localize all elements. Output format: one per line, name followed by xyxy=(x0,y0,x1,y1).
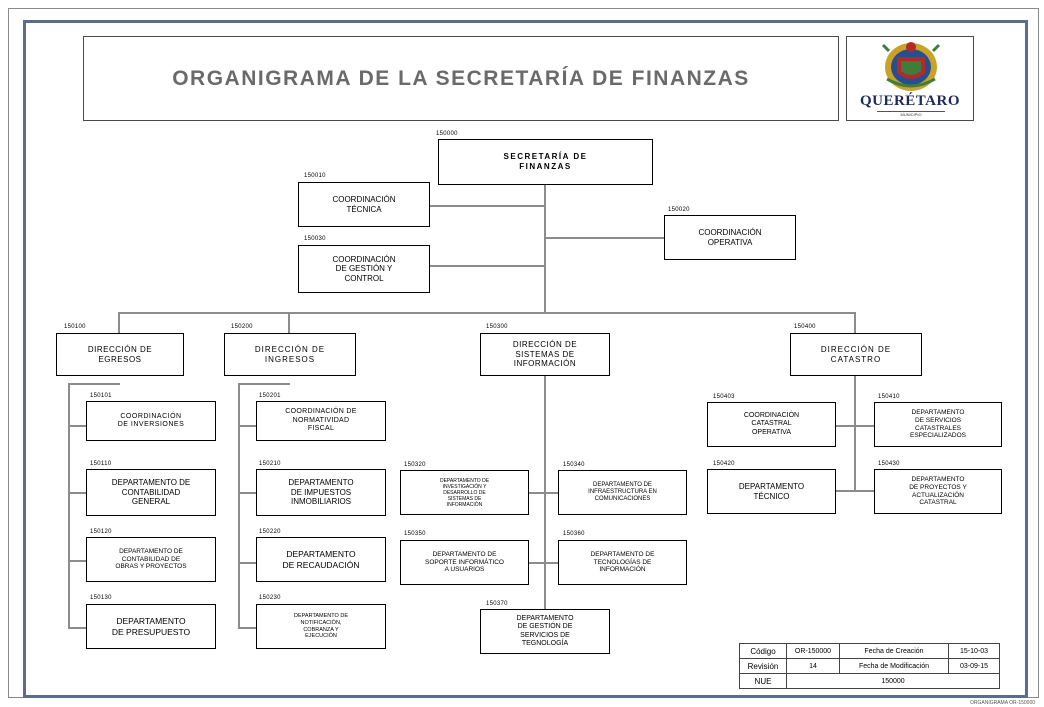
code-150350: 150350 xyxy=(404,531,426,537)
code-150300: 150300 xyxy=(486,324,508,330)
org-box-direccion-de-catastro: DIRECCIÓN DE CATASTRO xyxy=(790,333,922,376)
fecha-modificacion-label: Fecha de Modificación xyxy=(839,658,949,674)
code-150420: 150420 xyxy=(713,461,735,467)
chart-border xyxy=(23,20,1028,698)
code-150430: 150430 xyxy=(878,461,900,467)
logo-text: QUERÉTARO xyxy=(859,93,961,109)
org-box-departamento-de-proyectos-y-actualizacion: DEPARTAMENTO DE PROYECTOS Y ACTUALIZACIÓ… xyxy=(874,469,1002,514)
code-150360: 150360 xyxy=(563,531,585,537)
org-box-departamento-de-contabilidad-de-obras-y-proyectos: DEPARTAMENTO DE CONTABILIDAD DE OBRAS Y … xyxy=(86,537,216,582)
fecha-creacion-label: Fecha de Creación xyxy=(839,643,949,659)
org-box-departamento-de-gestion-de-servicios-de-tegnologia: DEPARTAMENTO DE GESTIÓN DE SERVICIOS DE … xyxy=(480,609,610,654)
org-box-departamento-de-presupuesto: DEPARTAMENTO DE PRESUPUESTO xyxy=(86,604,216,649)
footer-text: ORGANIGRAMA OR-150000 xyxy=(970,700,1036,706)
page-title: ORGANIGRAMA DE LA SECRETARÍA DE FINANZAS xyxy=(172,66,750,90)
document-info-table: Código OR-150000 Fecha de Creación 15-10… xyxy=(739,643,1000,689)
org-box-direccion-de-ingresos: DIRECCIÓN DE INGRESOS xyxy=(224,333,356,376)
code-150220: 150220 xyxy=(259,529,281,535)
code-150010: 150010 xyxy=(304,173,326,179)
org-box-departamento-tecnico: DEPARTAMENTO TÉCNICO xyxy=(707,469,836,514)
fecha-creacion-value: 15-10-03 xyxy=(948,643,1000,659)
coat-of-arms-icon xyxy=(881,42,941,91)
org-box-coordinacion-de-inversiones: COORDINACIÓN DE INVERSIONES xyxy=(86,401,216,441)
org-box-departamento-de-servicios-catastrales: DEPARTAMENTO DE SERVICIOS CATASTRALES ES… xyxy=(874,402,1002,447)
revision-value: 14 xyxy=(786,658,840,674)
code-150340: 150340 xyxy=(563,462,585,468)
code-150120: 150120 xyxy=(90,529,112,535)
codigo-label: Código xyxy=(739,643,787,659)
org-box-departamento-de-infraestructura-en-comunicaciones: DEPARTAMENTO DE INFRAESTRUCTURA EN COMUN… xyxy=(558,470,687,515)
org-box-coordinacion-operativa: COORDINACIÓN OPERATIVA xyxy=(664,215,796,260)
org-box-departamento-de-tecnologias-de-informacion: DEPARTAMENTO DE TECNOLOGÍAS DE INFORMACI… xyxy=(558,540,687,585)
code-150020: 150020 xyxy=(668,207,690,213)
code-150320: 150320 xyxy=(404,462,426,468)
code-150130: 150130 xyxy=(90,595,112,601)
nue-value: 150000 xyxy=(786,673,1000,689)
org-box-coordinacion-catastral-operativa: COORDINACIÓN CATASTRAL OPERATIVA xyxy=(707,402,836,447)
org-box-secretaria-de-finanzas: SECRETARÍA DE FINANZAS xyxy=(438,139,653,185)
code-150410: 150410 xyxy=(878,394,900,400)
revision-label: Revisión xyxy=(739,658,787,674)
code-150100: 150100 xyxy=(64,324,86,330)
org-box-coordinacion-de-normatividad-fiscal: COORDINACIÓN DE NORMATIVIDAD FISCAL xyxy=(256,401,386,441)
code-150201: 150201 xyxy=(259,393,281,399)
code-150210: 150210 xyxy=(259,461,281,467)
code-150400: 150400 xyxy=(794,324,816,330)
org-box-departamento-de-impuestos-inmobiliarios: DEPARTAMENTO DE IMPUESTOS INMOBILIARIOS xyxy=(256,469,386,516)
info-row-codigo: Código OR-150000 Fecha de Creación 15-10… xyxy=(739,643,1000,659)
logo-subtext: MUNICIPIO xyxy=(877,111,945,117)
codigo-value: OR-150000 xyxy=(786,643,840,659)
nue-label: NUE xyxy=(739,673,787,689)
info-row-revision: Revisión 14 Fecha de Modificación 03-09-… xyxy=(739,658,1000,674)
org-box-departamento-de-contabilidad-general: DEPARTAMENTO DE CONTABILIDAD GENERAL xyxy=(86,469,216,516)
org-box-departamento-de-investigacion-y-desarrollo: DEPARTAMENTO DE INVESTIGACIÓN Y DESARROL… xyxy=(400,470,529,515)
code-150110: 150110 xyxy=(90,461,112,467)
info-row-nue: NUE 150000 xyxy=(739,673,1000,689)
org-box-coordinacion-tecnica: COORDINACIÓN TÉCNICA xyxy=(298,182,430,227)
code-150200: 150200 xyxy=(231,324,253,330)
fecha-modificacion-value: 03-09-15 xyxy=(948,658,1000,674)
title-box: ORGANIGRAMA DE LA SECRETARÍA DE FINANZAS xyxy=(83,36,839,121)
code-150000: 150000 xyxy=(436,131,458,137)
code-150230: 150230 xyxy=(259,595,281,601)
org-box-coordinacion-de-gestion-y-control: COORDINACIÓN DE GESTIÓN Y CONTROL xyxy=(298,245,430,293)
code-150030: 150030 xyxy=(304,236,326,242)
org-box-direccion-de-egresos: DIRECCIÓN DE EGRESOS xyxy=(56,333,184,376)
logo-box: QUERÉTARO MUNICIPIO xyxy=(846,36,974,121)
org-box-departamento-de-notificacion-cobranza-y-ejecucion: DEPARTAMENTO DE NOTIFICACIÓN, COBRANZA Y… xyxy=(256,604,386,649)
org-box-direccion-de-sistemas-de-informacion: DIRECCIÓN DE SISTEMAS DE INFORMACIÓN xyxy=(480,333,610,376)
code-150370: 150370 xyxy=(486,601,508,607)
org-box-departamento-de-soporte-informatico: DEPARTAMENTO DE SOPORTE INFORMÁTICO A US… xyxy=(400,540,529,585)
org-box-departamento-de-recaudacion: DEPARTAMENTO DE RECAUDACIÓN xyxy=(256,537,386,582)
code-150403: 150403 xyxy=(713,394,735,400)
code-150101: 150101 xyxy=(90,393,112,399)
